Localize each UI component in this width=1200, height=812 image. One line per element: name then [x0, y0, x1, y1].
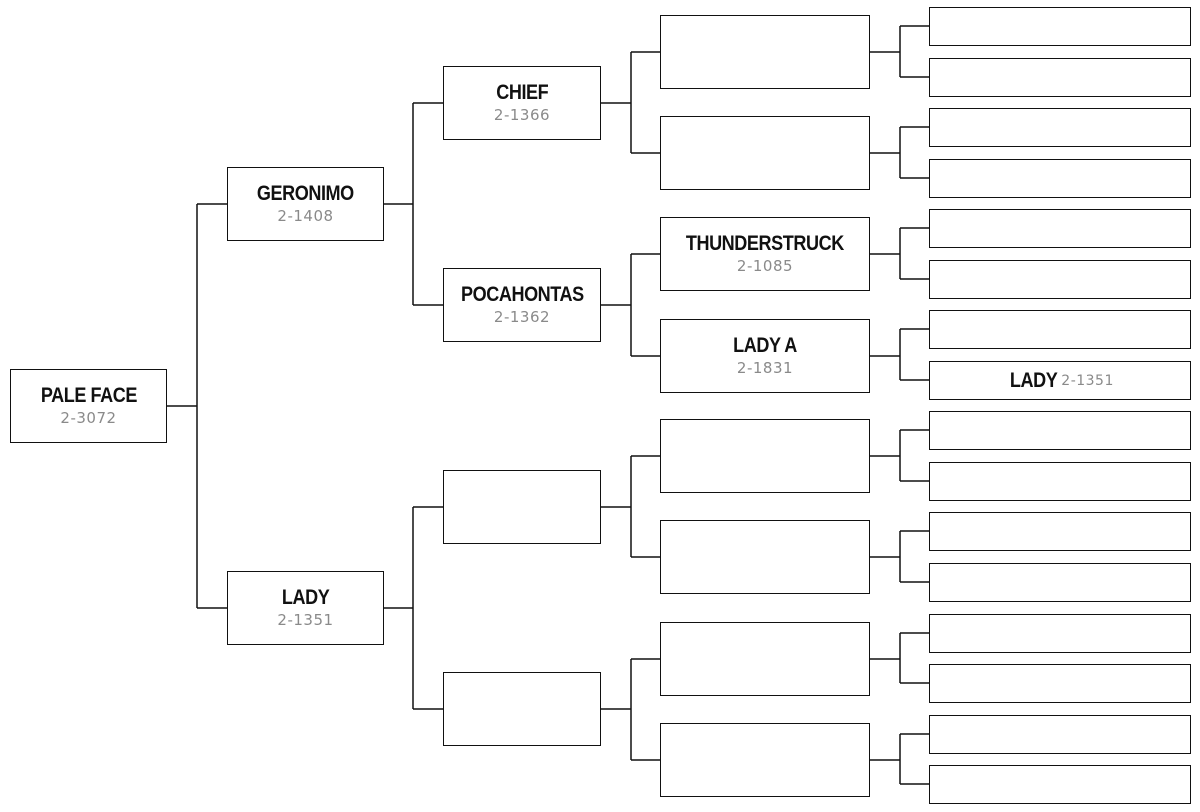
registration-number: 2-1085	[736, 257, 794, 275]
pedigree-box-sire-dam[interactable]: POCAHONTAS 2-1362	[443, 268, 601, 342]
pedigree-box-sire-dam-dam-dam[interactable]: LADY 2-1351	[929, 361, 1191, 400]
pedigree-box-gen5-14[interactable]	[929, 664, 1191, 703]
pedigree-box-dam-sire[interactable]	[443, 470, 601, 544]
registration-number: 2-1831	[736, 359, 794, 377]
horse-name: LADY	[281, 586, 330, 609]
registration-number: 2-3072	[60, 409, 117, 427]
pedigree-box-gen5-12[interactable]	[929, 563, 1191, 602]
pedigree-box-gen5-2[interactable]	[929, 58, 1191, 97]
pedigree-box-gen5-13[interactable]	[929, 614, 1191, 653]
pedigree-box-gen5-5[interactable]	[929, 209, 1191, 248]
pedigree-box-gen4-8[interactable]	[660, 723, 870, 797]
registration-number: 2-1362	[493, 308, 551, 326]
pedigree-box-gen5-3[interactable]	[929, 108, 1191, 147]
horse-name: THUNDERSTRUCK	[686, 232, 844, 255]
registration-number: 2-1408	[277, 207, 334, 225]
pedigree-box-gen5-7[interactable]	[929, 310, 1191, 349]
pedigree-box-sire-dam-sire[interactable]: THUNDERSTRUCK 2-1085	[660, 217, 870, 291]
pedigree-box-gen5-16[interactable]	[929, 765, 1191, 804]
pedigree-box-subject[interactable]: PALE FACE 2-3072	[10, 369, 167, 443]
registration-number: 2-1366	[493, 106, 551, 124]
pedigree-box-gen4-2[interactable]	[660, 116, 870, 190]
horse-name: CHIEF	[495, 81, 549, 104]
pedigree-box-sire-dam-dam[interactable]: LADY A 2-1831	[660, 319, 870, 393]
pedigree-box-gen5-1[interactable]	[929, 7, 1191, 46]
pedigree-box-gen4-6[interactable]	[660, 520, 870, 594]
horse-name: LADY	[1009, 368, 1058, 392]
pedigree-box-gen5-11[interactable]	[929, 512, 1191, 551]
pedigree-box-gen4-7[interactable]	[660, 622, 870, 696]
pedigree-box-sire[interactable]: GERONIMO 2-1408	[227, 167, 384, 241]
pedigree-box-dam-dam[interactable]	[443, 672, 601, 746]
pedigree-box-gen4-5[interactable]	[660, 419, 870, 493]
horse-name: LADY A	[733, 334, 797, 357]
horse-name: PALE FACE	[40, 384, 137, 407]
pedigree-box-dam[interactable]: LADY 2-1351	[227, 571, 384, 645]
pedigree-box-gen4-1[interactable]	[660, 15, 870, 89]
horse-name: GERONIMO	[257, 182, 354, 205]
registration-number: 2-1351	[277, 611, 334, 629]
pedigree-box-gen5-9[interactable]	[929, 411, 1191, 450]
pedigree-box-gen5-4[interactable]	[929, 159, 1191, 198]
registration-number: 2-1351	[1061, 372, 1114, 389]
horse-name: POCAHONTAS	[460, 283, 584, 306]
pedigree-box-gen5-10[interactable]	[929, 462, 1191, 501]
pedigree-box-gen5-6[interactable]	[929, 260, 1191, 299]
pedigree-box-gen5-15[interactable]	[929, 715, 1191, 754]
pedigree-box-sire-sire[interactable]: CHIEF 2-1366	[443, 66, 601, 140]
